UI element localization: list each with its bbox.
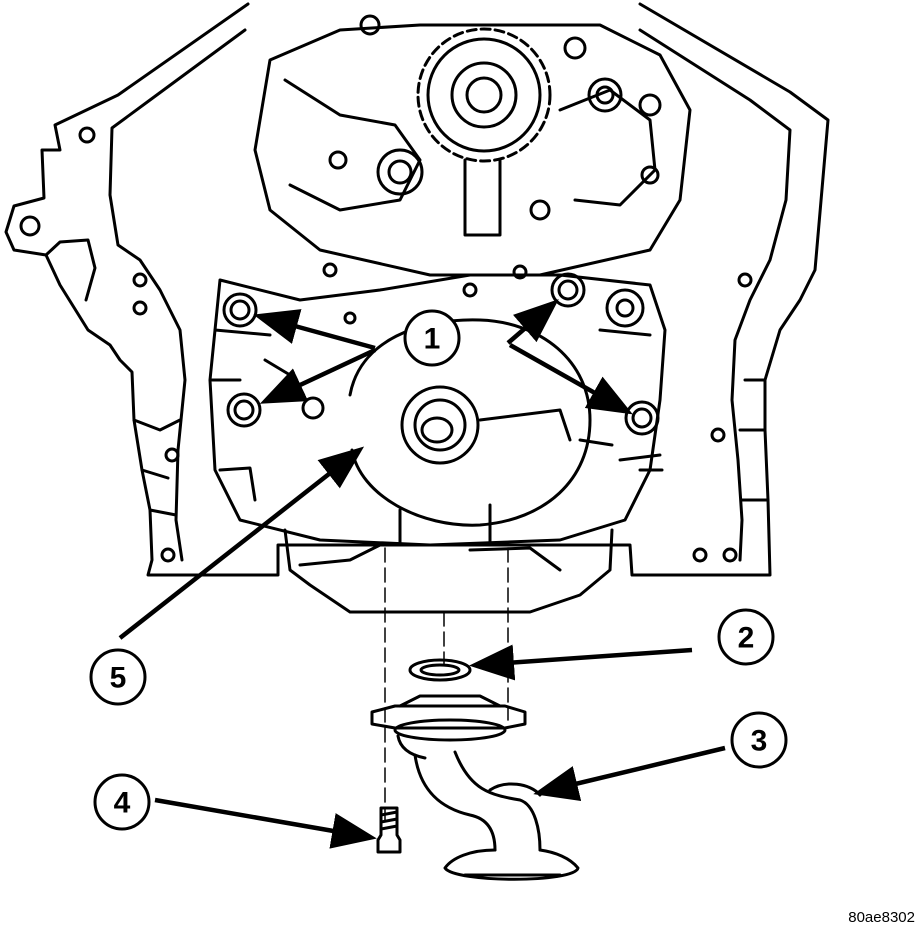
callout-3-circle — [730, 711, 788, 769]
upper-cover-outline — [253, 23, 692, 277]
arrow-3-to-pickup-tube — [533, 745, 726, 802]
arrow-1-to-lower-right-bolt — [508, 343, 633, 415]
upper-web-right — [558, 88, 657, 207]
callout-1-circle — [403, 309, 461, 367]
oil-sump-rail — [283, 528, 614, 614]
upper-bolt-bosses — [328, 14, 662, 221]
left-lower-ribs — [132, 418, 182, 517]
callout-4-label: 4 — [114, 787, 131, 820]
right-lower-ribs — [738, 378, 770, 502]
engine-block-outline — [4, 2, 830, 577]
arrow-5-to-pump-body — [118, 446, 365, 640]
crankshaft-seal-hub — [400, 385, 480, 465]
pickup-o-ring — [408, 658, 472, 682]
arrow-1-to-lower-left-bolt — [259, 347, 376, 404]
pump-lower-ribs — [398, 408, 572, 547]
pump-housing-detail-left — [210, 328, 302, 502]
callout-1-label: 1 — [424, 323, 441, 356]
pump-mounting-bolts — [222, 272, 660, 436]
pickup-tube-bolt — [376, 806, 402, 854]
pump-housing-detail-right — [578, 328, 664, 472]
arrow-4-to-bolt — [154, 797, 377, 849]
callout-5-label: 5 — [110, 662, 127, 695]
engine-block-inner-wall-right — [638, 28, 792, 562]
upper-web-left — [283, 78, 422, 212]
alignment-lines — [384, 547, 509, 821]
crankshaft-sprocket — [416, 27, 552, 163]
figure-id: 80ae8302 — [848, 909, 915, 926]
pump-body-disc — [348, 318, 592, 527]
engine-block-inner-wall-left — [108, 28, 247, 562]
callout-2-circle — [717, 608, 775, 666]
arrow-1-to-upper-left-bolt — [253, 309, 376, 351]
oil-pickup-tube — [370, 694, 580, 881]
callout-3-label: 3 — [751, 725, 768, 758]
arrow-1-to-upper-right-bolt — [506, 299, 559, 345]
callout-5-circle — [89, 648, 147, 706]
left-mount-flange — [44, 238, 97, 302]
block-holes — [19, 126, 753, 563]
callout-2-label: 2 — [738, 622, 755, 655]
arrow-2-to-o-ring — [469, 644, 693, 681]
callout-4-circle — [93, 773, 151, 831]
camshaft-support — [463, 158, 502, 237]
sump-rail-detail — [298, 543, 562, 572]
